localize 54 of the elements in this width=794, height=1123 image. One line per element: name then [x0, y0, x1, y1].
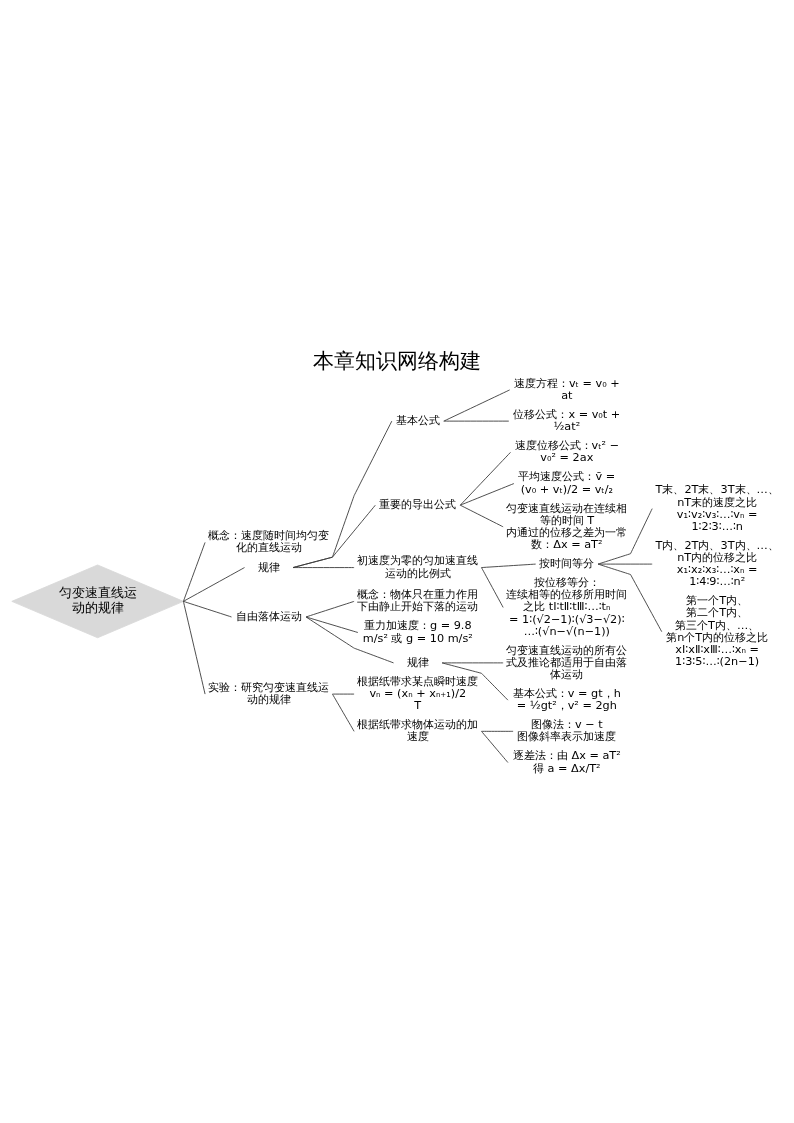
connector [443, 389, 511, 422]
node-text: 初速度为零的匀加速直线运动的比例式 [357, 554, 479, 580]
node-text: 重要的导出公式 [379, 498, 457, 512]
node-text: 规律 [257, 560, 280, 574]
connector [305, 616, 394, 664]
node-text: 速度位移公式：vₜ² − v₀² = 2ax [514, 439, 620, 465]
node-text: T内、2T内、3T内、…、nT内的位移之比 x₁∶x₂∶x₃∶…∶xₙ = 1∶4∶9∶…∶n² [655, 538, 779, 589]
connector [443, 420, 510, 422]
node-text: 自由落体运动 [235, 609, 302, 623]
node-text: 概念：速度随时间均匀变化的直线运动 [208, 529, 330, 555]
connector [481, 730, 509, 763]
connector [597, 563, 663, 633]
node-text: 根据纸带求某点瞬时速度 vₙ = (xₙ + xₙ₊₁)/2T [357, 674, 479, 713]
node-diamond: 匀变速直线运动的规律 [11, 564, 184, 639]
connector [305, 616, 359, 633]
connector [441, 662, 504, 664]
connector [597, 563, 653, 565]
connector [459, 483, 515, 506]
node-text: 规律 [406, 655, 429, 669]
connector [481, 730, 514, 732]
connector [305, 600, 355, 618]
node-text: 平均速度公式：v̄ = (v₀ + vₜ)/2 = vₜ/₂ [518, 470, 616, 496]
connector [481, 567, 504, 608]
connector [459, 451, 511, 506]
connector [332, 693, 355, 695]
node-text: 基本公式 [395, 414, 440, 428]
node-text: 速度方程：vₜ = v₀ + at [513, 376, 620, 402]
node-text: 匀变速直线运动的所有公式及推论都适用于自由落体运动 [506, 643, 628, 681]
connector [441, 662, 509, 701]
node-text: 匀变速直线运动在连续相等的时间 T 内通过的位移之差为一常数：Δx = aT² [506, 501, 628, 551]
node-text: 根据纸带求物体运动的加速度 [357, 718, 479, 744]
connector [182, 600, 206, 695]
node-text: 位移公式：x = v₀t + ½at² [513, 408, 621, 434]
node-text: 基本公式：v = gt，h = ½gt²，v² = 2gh [512, 687, 621, 713]
node-text: 重力加速度：g = 9.8 m/s² 或 g = 10 m/s² [362, 619, 473, 645]
connector [597, 508, 653, 565]
node-text: 按位移等分：连续相等的位移所用时间之比 tⅠ∶tⅡ∶tⅢ∶…∶tₙ = 1∶(√2−1)∶(√3−√2)∶…∶(√n−√(n−1)) [506, 576, 628, 638]
connector [292, 420, 393, 568]
node-text: 第一个T内、第二个T内、第三个T内、…、第n个T内的位移之比 xⅠ∶xⅡ∶xⅢ∶…∶xₙ = 1∶3∶5∶…∶(2n−1) [666, 594, 769, 668]
connector [182, 567, 245, 602]
connector [182, 600, 232, 618]
node-text: 逐差法：由 Δx = aT² 得 a = Δx/T² [512, 749, 621, 775]
node-text: 图像法：v − t 图像斜率表示加速度 [517, 718, 617, 744]
connector [332, 693, 355, 732]
node-text: 按时间等分 [539, 557, 595, 571]
diagram-title: 本章知识网络构建 [313, 348, 481, 373]
connector [182, 542, 206, 602]
connector [292, 567, 355, 568]
connector [481, 563, 537, 568]
connector [292, 504, 376, 568]
node-text: 实验：研究匀变速直线运动的规律 [208, 680, 330, 707]
node-text: T末、2T末、3T末、…、nT末的速度之比 v₁∶v₂∶v₃∶…∶vₙ = 1∶2∶3∶…∶n [655, 483, 779, 533]
node-text: 概念：物体只在重力作用下由静止开始下落的运动 [357, 588, 479, 614]
connector [459, 504, 504, 528]
